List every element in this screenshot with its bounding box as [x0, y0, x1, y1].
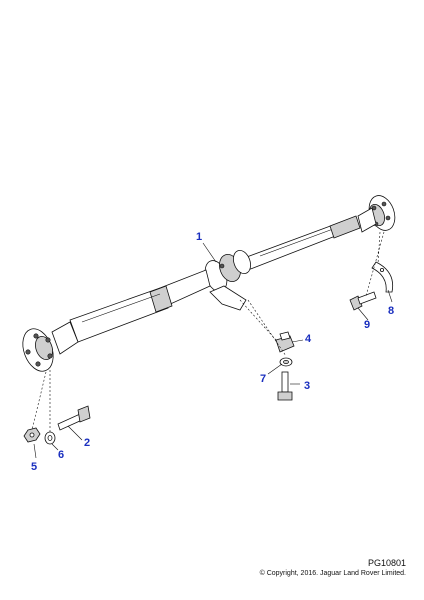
callout-9: 9 — [364, 319, 370, 331]
callout-5: 5 — [31, 461, 37, 473]
callout-1: 1 — [196, 231, 202, 243]
bracket-part-8 — [371, 261, 394, 293]
washer-part-7 — [279, 357, 293, 367]
bolt-part-9 — [349, 291, 377, 311]
bolt-part-3 — [277, 371, 293, 401]
front-shaft-tube — [69, 269, 211, 343]
nut-part-5 — [23, 427, 41, 443]
callout-8: 8 — [388, 305, 394, 317]
front-flange — [22, 321, 79, 372]
callout-4: 4 — [305, 333, 312, 345]
rear-shaft-tube — [243, 215, 361, 271]
rear-flange — [357, 195, 396, 233]
bolt-part-2 — [57, 405, 91, 431]
callout-7: 7 — [260, 373, 266, 385]
callout-2: 2 — [84, 437, 90, 449]
centre-bearing-assembly — [204, 249, 251, 311]
callout-6: 6 — [58, 449, 64, 461]
leader-lines — [31, 231, 393, 459]
figure-reference: PG10801 — [367, 558, 406, 568]
callout-3: 3 — [304, 380, 310, 392]
washer-part-6 — [44, 431, 56, 445]
clip-part-4 — [275, 331, 295, 353]
copyright-notice: © Copyright, 2016. Jaguar Land Rover Lim… — [259, 570, 406, 577]
